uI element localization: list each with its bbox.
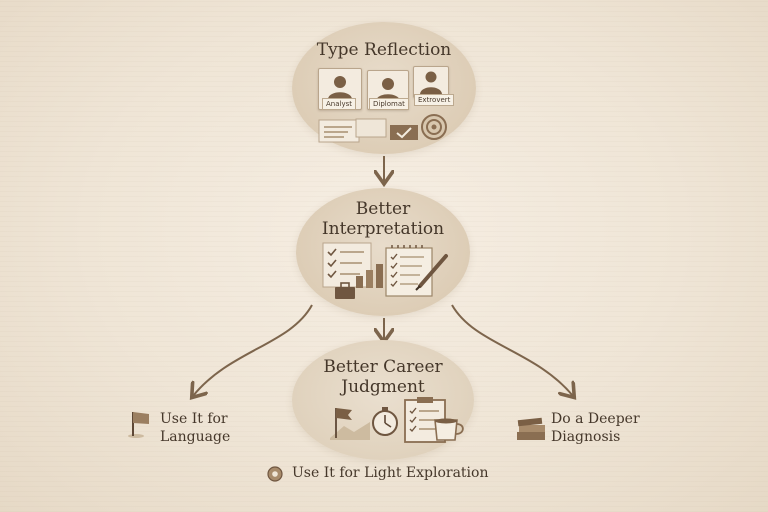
- better-interpretation-line2: Interpretation: [321, 219, 445, 239]
- arrow-interpretation-to-diagnosis: [451, 304, 573, 396]
- better-career-judgment-title: Better Career Judgment: [292, 357, 474, 397]
- type-reflection-title: Type Reflection: [316, 40, 452, 60]
- person-icon: [420, 71, 442, 94]
- better-interpretation-title: Better Interpretation: [296, 199, 470, 239]
- briefcase-icon: [335, 282, 355, 299]
- flag-icon: [128, 412, 149, 438]
- coffee-cup-icon: [434, 418, 464, 441]
- notes-card-icon: [318, 118, 387, 143]
- outcome-deeper-diagnosis: Do a Deeper Diagnosis: [551, 410, 640, 446]
- profile-label-extrovert: Extrovert: [414, 94, 455, 106]
- better-career-judgment-line2: Judgment: [341, 377, 425, 397]
- pencil-icon: [415, 254, 448, 291]
- target-icon: [421, 114, 447, 140]
- outcome-use-for-language: Use It for Language: [160, 410, 230, 446]
- summit-flag-icon: [330, 408, 370, 440]
- outcome-language-line1: Use It for: [160, 411, 228, 427]
- outcome-diagnosis-line1: Do a Deeper: [551, 411, 640, 427]
- profile-card-extrovert: [413, 66, 449, 98]
- better-career-judgment-line1: Better Career: [323, 357, 443, 377]
- person-icon: [328, 76, 352, 99]
- better-interpretation-line1: Better: [355, 199, 411, 219]
- bar-chart-icon: [356, 264, 383, 288]
- outcome-light-exploration: Use It for Light Exploration: [292, 465, 489, 481]
- profile-label-diplomat: Diplomat: [369, 98, 409, 110]
- compass-icon: [372, 407, 398, 436]
- profile-label-analyst: Analyst: [322, 98, 356, 110]
- donut-icon: [267, 466, 283, 482]
- books-icon: [517, 417, 545, 440]
- outcome-language-line2: Language: [160, 429, 231, 445]
- arrow-interpretation-to-language: [193, 304, 313, 396]
- checkmark-badge-icon: [390, 125, 418, 140]
- outcome-diagnosis-line2: Diagnosis: [551, 429, 621, 445]
- notepad-icon: [385, 245, 433, 297]
